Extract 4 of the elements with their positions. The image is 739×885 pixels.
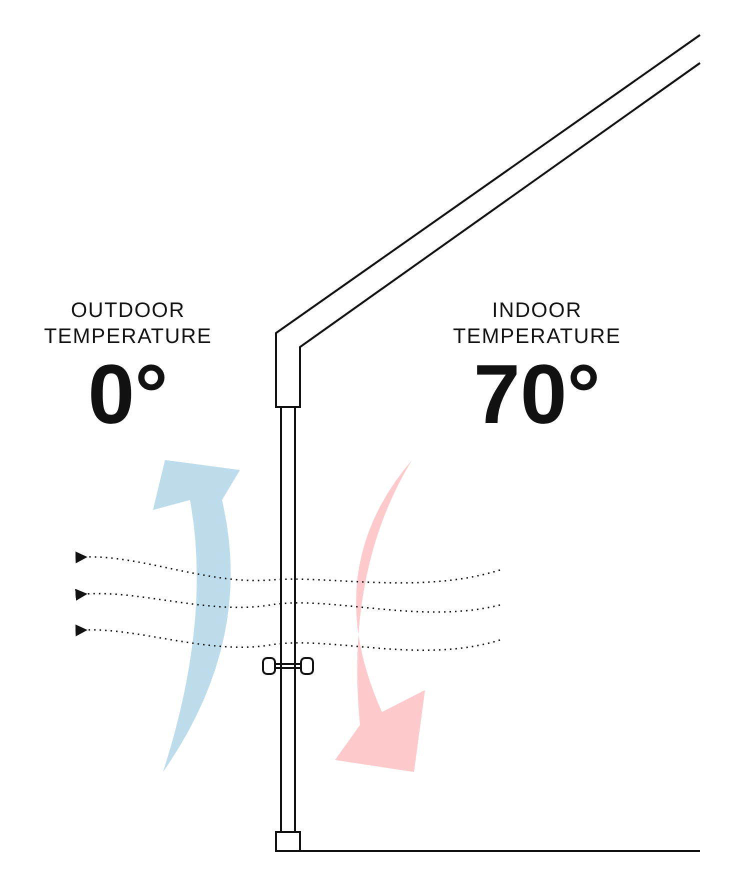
temperature-value: 70° [473, 352, 601, 436]
temperature-value: 0° [88, 352, 168, 436]
temperature-label: OUTDOOR TEMPERATURE [42, 298, 214, 350]
temperature-label: INDOOR TEMPERATURE [452, 298, 622, 350]
